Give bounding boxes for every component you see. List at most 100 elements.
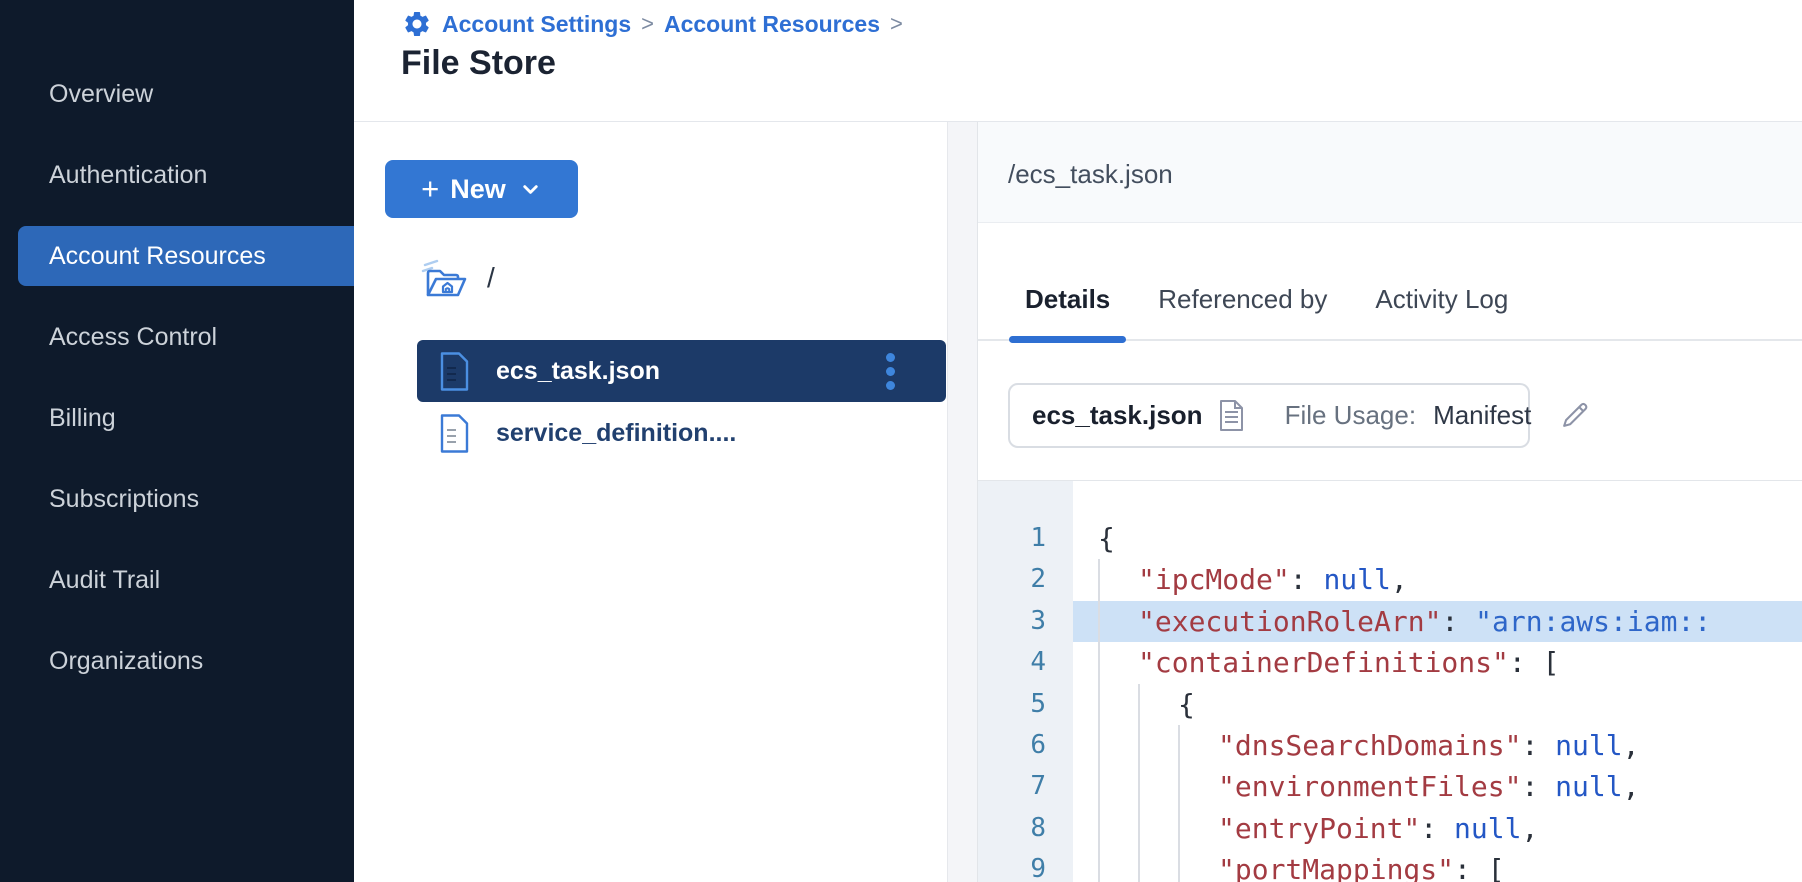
breadcrumb-separator: >: [890, 11, 903, 36]
indent-guide: [1138, 724, 1178, 767]
file-row[interactable]: service_definition....: [417, 402, 946, 464]
sidebar-item-label: Account Resources: [49, 241, 266, 270]
kebab-menu-icon[interactable]: [886, 350, 895, 392]
indent-guide: [1098, 642, 1138, 684]
sidebar-item-label: Access Control: [49, 322, 218, 351]
line-number: 9: [1030, 854, 1046, 882]
code-token: "portMappings": [1218, 853, 1455, 882]
code-line[interactable]: "ipcMode": null,: [1073, 559, 1802, 601]
code-token: :: [1454, 853, 1488, 882]
sidebar-item-authentication[interactable]: Authentication: [18, 145, 354, 205]
line-number: 8: [1030, 812, 1046, 843]
sidebar-item-billing[interactable]: Billing: [18, 388, 354, 448]
code-token: :: [1521, 770, 1556, 804]
file-usage-value: Manifest: [1433, 400, 1532, 430]
code-token: "entryPoint": [1218, 811, 1421, 845]
sidebar-item-access-control[interactable]: Access Control: [18, 307, 354, 367]
root-folder-label: /: [487, 262, 495, 293]
code-token: :: [1289, 563, 1324, 597]
folder-home-icon: [420, 256, 467, 300]
indent-guide: [1178, 724, 1218, 767]
code-token: [: [1542, 646, 1560, 680]
tab-details[interactable]: Details: [1009, 284, 1127, 343]
code-token: null: [1323, 563, 1391, 597]
chevron-down-icon: [519, 178, 542, 201]
code-line[interactable]: "environmentFiles": null,: [1073, 766, 1802, 808]
code-token: null: [1454, 811, 1522, 845]
code-token: :: [1508, 646, 1543, 680]
code-token: :: [1441, 604, 1476, 638]
tab-activity-log[interactable]: Activity Log: [1375, 284, 1509, 314]
file-icon: [438, 413, 471, 454]
code-token: ,: [1521, 811, 1539, 845]
indent-guide: [1098, 766, 1138, 808]
indent-guide: [1138, 766, 1178, 808]
kebab-dot: [886, 352, 895, 362]
line-number: 7: [1030, 771, 1046, 802]
sidebar-item-audit-trail[interactable]: Audit Trail: [18, 550, 354, 610]
line-number: 4: [1030, 647, 1046, 678]
indent-guide: [1138, 683, 1178, 725]
tab-referenced-by[interactable]: Referenced by: [1158, 284, 1328, 314]
edit-pencil-icon[interactable]: [1559, 400, 1590, 431]
code-token: "executionRoleArn": [1138, 604, 1442, 638]
indent-guide: [1098, 724, 1138, 767]
code-token: {: [1098, 522, 1115, 555]
indent-guide: [1138, 849, 1178, 882]
code-token: "environmentFiles": [1218, 770, 1522, 804]
sidebar-item-subscriptions[interactable]: Subscriptions: [18, 469, 354, 529]
sidebar-item-label: Overview: [49, 79, 154, 108]
code-token: "containerDefinitions": [1138, 646, 1509, 680]
code-token: :: [1521, 728, 1556, 762]
line-number: 6: [1030, 729, 1046, 760]
file-name: ecs_task.json: [496, 356, 660, 385]
new-button-label: New: [450, 173, 506, 204]
code-line[interactable]: "dnsSearchDomains": null,: [1073, 724, 1802, 767]
indent-guide: [1098, 683, 1138, 725]
code-token: "dnsSearchDomains": [1218, 728, 1522, 762]
page-title: File Store: [401, 44, 556, 82]
file-usage-label: File Usage:: [1284, 400, 1417, 430]
line-number: 1: [1030, 523, 1046, 553]
breadcrumb-link[interactable]: Account Settings: [442, 10, 632, 37]
card-filename: ecs_task.json: [1032, 400, 1203, 430]
panel-splitter[interactable]: [947, 122, 978, 882]
code-line[interactable]: {: [1073, 518, 1802, 559]
indent-guide: [1098, 849, 1138, 882]
file-list: ecs_task.json service_definition....: [417, 340, 946, 464]
page-header: Account Settings > Account Resources > File…: [354, 0, 1802, 122]
sidebar-item-overview[interactable]: Overview: [18, 64, 354, 124]
new-button[interactable]: + New: [385, 160, 578, 218]
indent-guide: [1138, 807, 1178, 850]
indent-guide: [1178, 807, 1218, 850]
detail-tabs: Details Referenced by Activity Log: [978, 222, 1802, 343]
breadcrumb-link[interactable]: Account Resources: [663, 10, 880, 37]
file-row[interactable]: ecs_task.json: [417, 340, 946, 402]
file-summary-card: ecs_task.json File Usage: Manifest: [1008, 383, 1588, 448]
code-token: ,: [1622, 770, 1640, 804]
sidebar-item-account-resources[interactable]: Account Resources: [18, 226, 354, 286]
root-folder-row[interactable]: /: [420, 256, 495, 300]
indent-guide: [1098, 559, 1138, 601]
kebab-dot: [886, 380, 895, 390]
code-token: "ipcMode": [1138, 563, 1290, 597]
code-token: ,: [1390, 563, 1408, 597]
code-line[interactable]: "containerDefinitions": [: [1073, 642, 1802, 684]
indent-guide: [1178, 849, 1218, 882]
plus-icon: +: [421, 170, 440, 206]
code-line[interactable]: "entryPoint": null,: [1073, 807, 1802, 850]
code-line[interactable]: {: [1073, 683, 1802, 725]
code-token: [: [1487, 853, 1505, 882]
breadcrumb-separator: >: [641, 11, 654, 36]
code-line[interactable]: "portMappings": [: [1073, 849, 1802, 882]
code-token: ,: [1622, 728, 1640, 762]
sidebar-item-organizations[interactable]: Organizations: [18, 631, 354, 691]
code-line[interactable]: "executionRoleArn": "arn:aws:iam::: [1073, 600, 1802, 643]
indent-guide: [1098, 600, 1138, 643]
